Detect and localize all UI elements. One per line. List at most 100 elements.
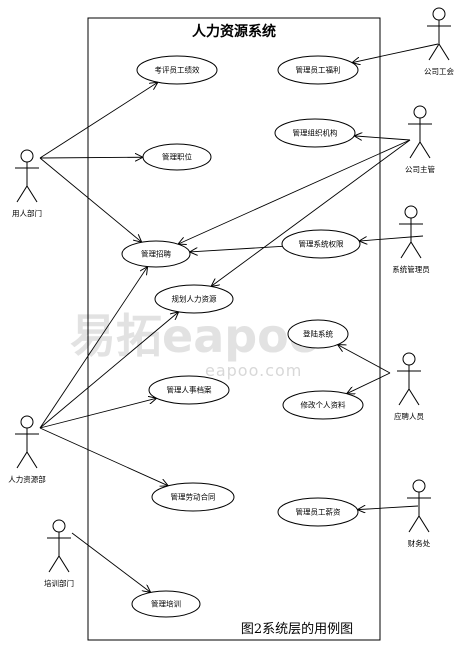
watermark: 易拓eapoo eapoo.com bbox=[70, 309, 320, 380]
use-case-label: 管理培训 bbox=[151, 599, 181, 609]
actor-caiwu: 财务处 bbox=[407, 479, 431, 548]
watermark-subtext: eapoo.com bbox=[205, 361, 302, 380]
actor-hr: 人力资源部 bbox=[8, 415, 46, 484]
actor-limb bbox=[16, 185, 28, 203]
actor-head bbox=[404, 205, 418, 219]
use-case-label: 管理组织机构 bbox=[293, 128, 338, 138]
actor-zhuguan: 公司主管 bbox=[405, 105, 435, 174]
association-admin-quanxian bbox=[359, 235, 424, 241]
use-case-fuli: 管理员工福利 bbox=[277, 55, 359, 85]
actor-limb bbox=[48, 555, 60, 573]
use-case-ellipse bbox=[121, 240, 191, 268]
use-case-zhiwei: 管理职位 bbox=[142, 143, 212, 171]
actor-limb bbox=[408, 388, 420, 406]
use-case-ellipse bbox=[282, 390, 364, 420]
actor-limb bbox=[419, 141, 431, 159]
use-case-label: 管理人事档案 bbox=[167, 385, 212, 395]
use-case-peixun_uc: 管理培训 bbox=[131, 590, 201, 618]
watermark-text: 易拓eapoo bbox=[70, 309, 320, 363]
use-case-ellipse bbox=[136, 55, 218, 85]
actor-limb bbox=[26, 185, 38, 203]
use-case-label: 管理招聘 bbox=[141, 249, 171, 259]
association-gonghui-fuli bbox=[352, 43, 439, 63]
actor-label: 系统管理员 bbox=[392, 264, 430, 274]
actor-label: 公司工会 bbox=[424, 66, 454, 76]
actor-head bbox=[20, 415, 34, 429]
system-title: 人力资源系统 bbox=[192, 23, 276, 40]
use-case-ellipse bbox=[131, 590, 201, 618]
use-case-guihua: 规划人力资源 bbox=[154, 284, 234, 314]
actor-yingpin: 应聘人员 bbox=[394, 352, 424, 421]
actor-label: 人力资源部 bbox=[8, 474, 46, 484]
actor-head bbox=[20, 149, 34, 163]
association-yongren-zhaopin bbox=[39, 157, 142, 242]
association-yingpin-ziliao bbox=[347, 372, 391, 394]
actor-head bbox=[52, 519, 66, 533]
association-caiwu-xinzi bbox=[357, 506, 419, 510]
actor-gonghui: 公司工会 bbox=[424, 7, 454, 76]
use-case-label: 管理劳动合同 bbox=[171, 492, 216, 502]
actor-admin: 系统管理员 bbox=[392, 205, 430, 274]
use-case-ellipse bbox=[148, 375, 230, 405]
actor-limb bbox=[16, 451, 28, 469]
actor-label: 公司主管 bbox=[405, 164, 435, 174]
use-case-dangan: 管理人事档案 bbox=[148, 375, 230, 405]
association-yongren-kaoping bbox=[39, 82, 158, 159]
actor-label: 培训部门 bbox=[44, 578, 74, 588]
use-case-label: 管理员工福利 bbox=[296, 65, 341, 75]
actor-limb bbox=[26, 451, 38, 469]
actor-limb bbox=[438, 43, 450, 61]
use-case-label: 登陆系统 bbox=[303, 329, 333, 339]
actor-limb bbox=[410, 241, 422, 259]
use-case-label: 管理系统权限 bbox=[299, 239, 344, 249]
association-zhuguan-zhaopin bbox=[178, 139, 411, 244]
actor-yongren: 用人部门 bbox=[12, 149, 42, 218]
association-quanxian-zhaopin bbox=[190, 245, 283, 252]
association-yingpin-denglu bbox=[338, 345, 391, 374]
actor-label: 财务处 bbox=[408, 538, 431, 548]
use-case-ellipse bbox=[277, 497, 359, 527]
use-case-zuzhi: 管理组织机构 bbox=[274, 118, 356, 148]
figure-caption: 图2系统层的用例图 bbox=[241, 621, 353, 637]
use-case-ellipse bbox=[151, 482, 235, 512]
use-case-zhaopin: 管理招聘 bbox=[121, 240, 191, 268]
use-case-hetong: 管理劳动合同 bbox=[151, 482, 235, 512]
actor-limb bbox=[418, 515, 430, 533]
use-case-ellipse bbox=[142, 143, 212, 171]
use-case-ellipse bbox=[281, 229, 361, 259]
use-case-label: 管理员工薪资 bbox=[296, 507, 341, 517]
use-case-xinzi: 管理员工薪资 bbox=[277, 497, 359, 527]
use-case-ellipse bbox=[277, 55, 359, 85]
actor-limb bbox=[400, 241, 412, 259]
use-case-label: 管理职位 bbox=[162, 152, 192, 162]
actor-head bbox=[412, 479, 426, 493]
use-case-label: 考评员工绩效 bbox=[155, 65, 200, 75]
actor-label: 用人部门 bbox=[12, 208, 42, 218]
association-zhuguan-zuzhi bbox=[354, 136, 411, 140]
actor-limb bbox=[398, 388, 410, 406]
actor-head bbox=[402, 352, 416, 366]
system-boundary bbox=[87, 17, 381, 641]
association-zhuguan-guihua bbox=[211, 139, 411, 286]
association-yongren-zhiwei bbox=[39, 157, 143, 158]
association-peixun-peixun_uc bbox=[71, 532, 151, 592]
use-case-kaoping: 考评员工绩效 bbox=[136, 55, 218, 85]
use-case-ziliao: 修改个人资料 bbox=[282, 390, 364, 420]
use-case-ellipse bbox=[154, 284, 234, 314]
actor-head bbox=[413, 105, 427, 119]
actor-label: 应聘人员 bbox=[394, 411, 424, 421]
use-case-quanxian: 管理系统权限 bbox=[281, 229, 361, 259]
actor-head bbox=[432, 7, 446, 21]
use-case-label: 规划人力资源 bbox=[172, 294, 217, 304]
actor-limb bbox=[408, 515, 420, 533]
use-case-ellipse bbox=[274, 118, 356, 148]
use-case-label: 修改个人资料 bbox=[301, 400, 346, 410]
association-hr-dangan bbox=[39, 398, 157, 429]
association-layer bbox=[39, 43, 439, 592]
actor-peixun: 培训部门 bbox=[44, 519, 74, 588]
association-hr-zhaopin bbox=[39, 267, 148, 429]
